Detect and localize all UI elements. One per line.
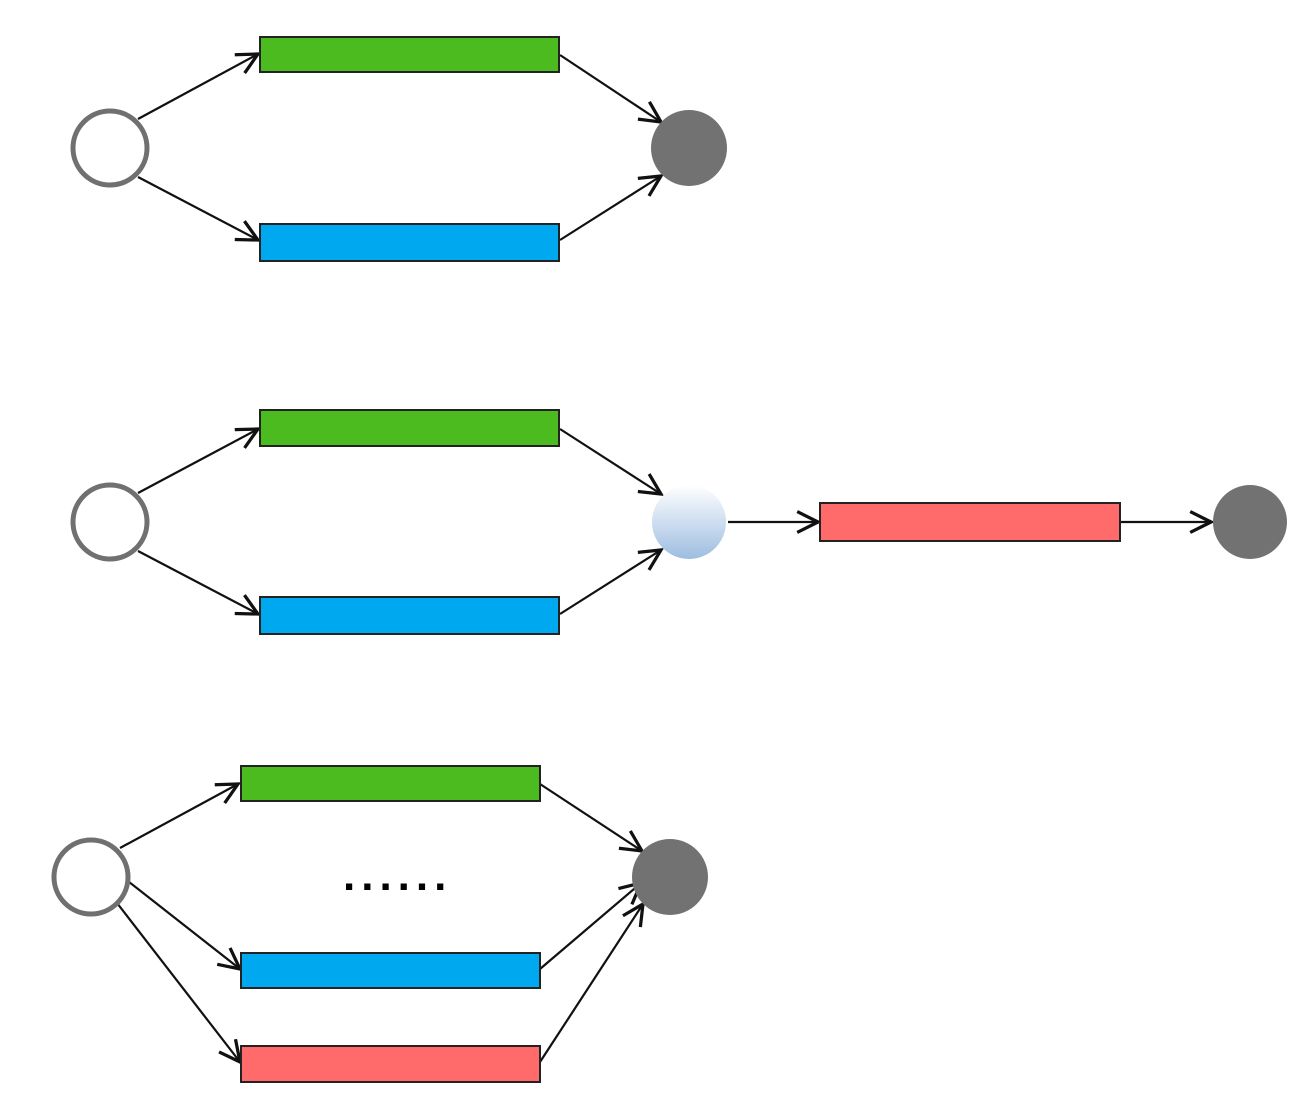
blue-task-bar (259, 596, 560, 635)
edge-blue-to-merge (559, 550, 661, 615)
edge-start-to-blue (137, 176, 258, 240)
blue-task-bar (240, 952, 541, 989)
start-node (51, 837, 131, 917)
edge-start-to-blue (123, 877, 240, 969)
diagram-parallel-then-sequential (70, 409, 1287, 635)
end-node (1213, 485, 1287, 559)
diagram-parallel-n-tasks: ...... (51, 765, 708, 1083)
merge-node (652, 485, 726, 559)
edge-blue-to-end (539, 883, 641, 970)
diagram-parallel-two-tasks (70, 36, 727, 262)
edge-green-to-merge (559, 428, 661, 494)
edge-green-to-end (539, 783, 642, 851)
edge-blue-to-end (559, 176, 661, 241)
edge-red-to-end (539, 904, 643, 1063)
edge-start-to-red (116, 902, 240, 1062)
edge-start-to-blue (137, 550, 258, 614)
green-task-bar (240, 765, 541, 802)
red-task-bar (819, 502, 1121, 542)
start-node (70, 482, 150, 562)
edge-start-to-green (137, 54, 258, 120)
edge-start-to-green (119, 784, 238, 849)
end-node (632, 839, 708, 915)
end-node (651, 110, 727, 186)
edge-start-to-green (137, 429, 258, 494)
start-node (70, 108, 150, 188)
green-task-bar (259, 409, 560, 447)
ellipsis-more-tasks: ...... (343, 851, 452, 900)
edge-green-to-end (559, 54, 661, 122)
red-task-bar (240, 1045, 541, 1083)
green-task-bar (259, 36, 560, 73)
blue-task-bar (259, 223, 560, 262)
